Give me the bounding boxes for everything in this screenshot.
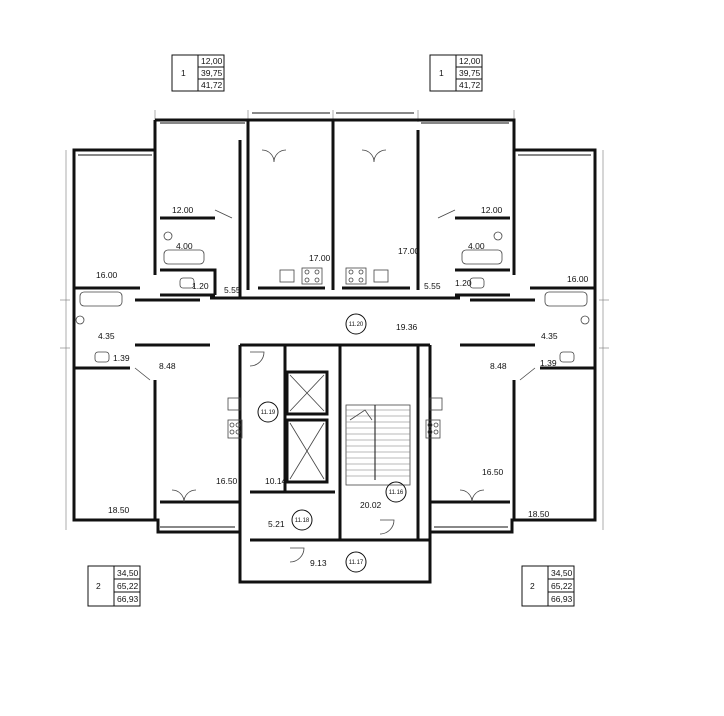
- legend-value: 41,72: [459, 80, 481, 90]
- room-number-markers: 11.20 11.19 11.16 11.18 11.17: [257, 313, 407, 573]
- legend-table-top-left: 1 12,00 39,75 41,72: [171, 54, 225, 92]
- legend-value: 34,50: [117, 568, 139, 578]
- area-label: 8.48: [159, 361, 176, 371]
- legend-apt-number: 1: [439, 68, 444, 78]
- legend-value: 65,22: [551, 581, 573, 591]
- legend-value: 39,75: [201, 68, 223, 78]
- kitchen-fixtures: [227, 267, 443, 439]
- staircase: [345, 404, 411, 486]
- legend-value: 39,75: [459, 68, 481, 78]
- area-label: 17.00: [309, 253, 331, 263]
- legend-value: 66,93: [117, 594, 139, 604]
- legend-table-bottom-left: 2 34,50 65,22 66,93: [87, 565, 141, 607]
- room-number: 11.20: [349, 322, 364, 328]
- bathroom-fixtures: [75, 231, 590, 363]
- area-label: 4.35: [541, 331, 558, 341]
- area-label: 9.13: [310, 558, 327, 568]
- area-label: 19.36: [396, 322, 418, 332]
- area-label: 16.50: [216, 476, 238, 486]
- elevator-shafts: [285, 370, 329, 484]
- room-number: 11.18: [295, 518, 310, 524]
- legend-value: 66,93: [551, 594, 573, 604]
- room-number: 11.19: [261, 410, 276, 416]
- room-number: 11.17: [349, 560, 364, 566]
- doors: [134, 149, 536, 563]
- area-labels: 12.00 4.00 16.00 1.20 5.55 17.00 17.00 5…: [96, 205, 589, 568]
- area-label: 5.55: [424, 281, 441, 291]
- legend-table-bottom-right: 2 34,50 65,22 66,93: [521, 565, 575, 607]
- area-label: 4.00: [176, 241, 193, 251]
- area-label: 12.00: [172, 205, 194, 215]
- room-number: 11.16: [389, 490, 404, 496]
- area-label: 1.20: [455, 278, 472, 288]
- legend-apt-number: 1: [181, 68, 186, 78]
- area-label: 18.50: [528, 509, 550, 519]
- area-label: 16.00: [96, 270, 118, 280]
- area-label: 5.55: [224, 285, 241, 295]
- area-label: 20.02: [360, 500, 382, 510]
- interior-walls: [74, 120, 595, 542]
- area-label: 17.00: [398, 246, 420, 256]
- area-label: 4.00: [468, 241, 485, 251]
- area-label: 16.00: [567, 274, 589, 284]
- legend-apt-number: 2: [530, 581, 535, 591]
- legend-apt-number: 2: [96, 581, 101, 591]
- area-label: 1.39: [540, 358, 557, 368]
- area-label: 4.35: [98, 331, 115, 341]
- legend-value: 34,50: [551, 568, 573, 578]
- area-label: 1.39: [113, 353, 130, 363]
- axis-ticks: [60, 110, 609, 530]
- area-label: 8.48: [490, 361, 507, 371]
- legend-value: 12,00: [201, 56, 223, 66]
- legend-value: 12,00: [459, 56, 481, 66]
- area-label: 16.50: [482, 467, 504, 477]
- area-label: 12.00: [481, 205, 503, 215]
- legend-value: 41,72: [201, 80, 223, 90]
- area-label: 18.50: [108, 505, 130, 515]
- area-label: 5.21: [268, 519, 285, 529]
- area-label: 10.14: [265, 476, 287, 486]
- area-label: 1.20: [192, 281, 209, 291]
- legend-value: 65,22: [117, 581, 139, 591]
- legend-table-top-right: 1 12,00 39,75 41,72: [429, 54, 483, 92]
